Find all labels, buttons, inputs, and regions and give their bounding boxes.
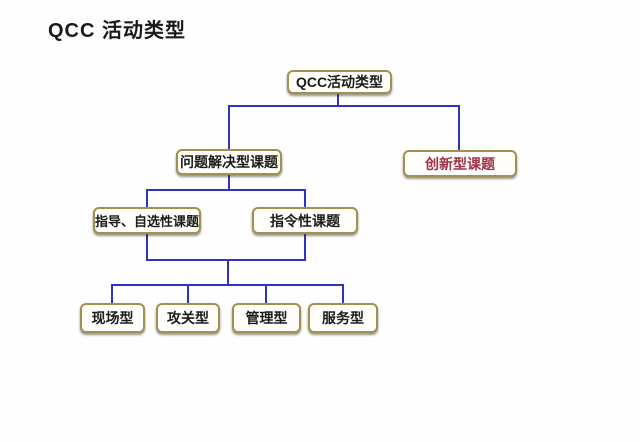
connector-breakthrough-drop [187,284,189,304]
connector-service-drop [342,284,344,304]
connector-root-drop [337,93,339,107]
connector-innovation-drop [458,105,460,151]
connector-merge-drop [227,259,229,286]
connector-directive-down [304,233,306,261]
connector-level3-horizontal [146,189,306,191]
connector-problem-down [228,174,230,191]
node-breakthrough-type: 攻关型 [156,303,220,333]
node-qcc-activity-types: QCC活动类型 [287,70,392,94]
connector-directive-drop [304,189,306,208]
node-management-type: 管理型 [232,303,301,333]
node-directive-topics: 指令性课题 [252,207,358,234]
connector-guided-down [146,233,148,261]
connector-merge-horizontal [146,259,306,261]
connector-management-drop [265,284,267,304]
connector-level4-horizontal [111,284,344,286]
node-service-type: 服务型 [308,303,378,333]
connector-onsite-drop [111,284,113,304]
connector-problem-drop [228,105,230,150]
connector-level2-horizontal [228,105,460,107]
connector-guided-drop [146,189,148,208]
node-problem-solving-topics: 问题解决型课题 [176,149,282,175]
node-guided-self-selected-topics: 指导、自选性课题 [93,207,201,234]
page-title: QCC 活动类型 [48,20,186,42]
node-innovation-topics: 创新型课题 [403,150,517,177]
node-onsite-type: 现场型 [80,303,145,333]
